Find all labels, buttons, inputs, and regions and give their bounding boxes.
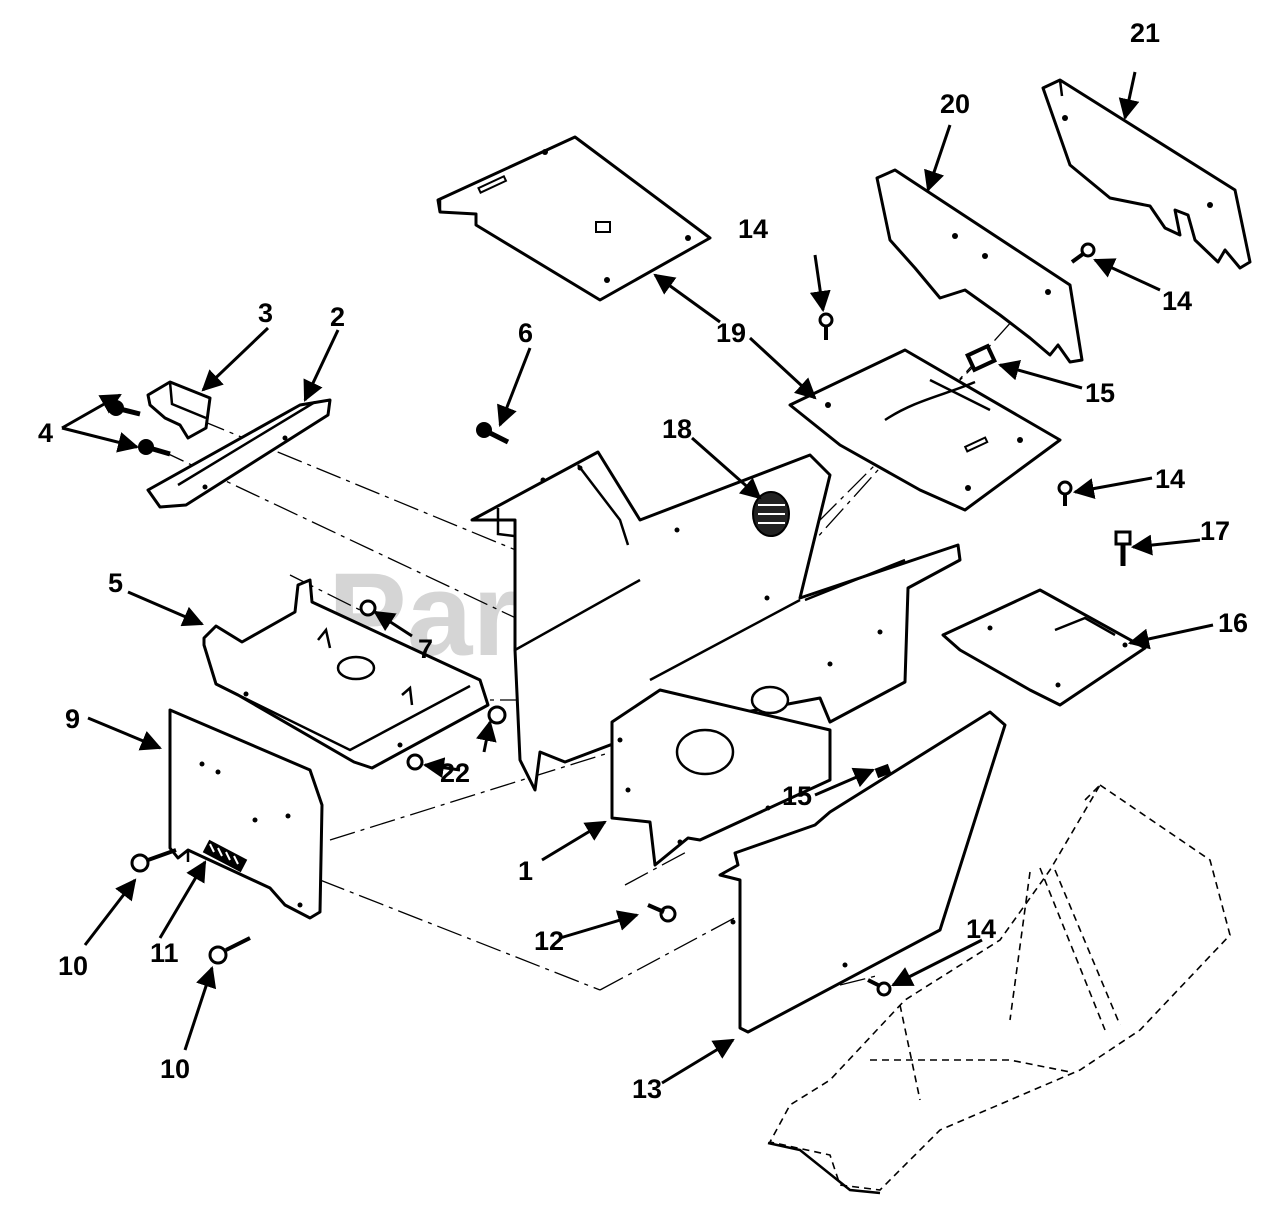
part-20-panel	[875, 168, 1084, 364]
callout-15-bottom: 15	[782, 781, 812, 811]
part-1-side-plate	[610, 685, 832, 867]
callout-1: 1	[518, 856, 533, 886]
callout-9: 9	[65, 704, 80, 734]
part-11-spring	[202, 839, 248, 873]
callout-10-bottom: 10	[160, 1054, 190, 1084]
callout-14-bottom: 14	[966, 914, 996, 944]
part-10-screws	[130, 848, 251, 965]
part-7-nut	[359, 599, 377, 617]
part-19-lower-plate	[788, 348, 1062, 512]
part-12-screw	[647, 903, 677, 923]
main-frame	[470, 450, 962, 792]
callout-10-left: 10	[58, 951, 88, 981]
part-14-screws	[818, 242, 1096, 997]
callout-17: 17	[1200, 516, 1230, 546]
callout-7: 7	[418, 634, 433, 664]
callout-14-top: 14	[738, 214, 768, 244]
callout-labels: 21 20 14 14 19 15 14 18 6 3 2 4 5 7 17 1…	[38, 18, 1248, 1104]
part-18-knob	[752, 491, 790, 537]
callout-5: 5	[108, 568, 123, 598]
leader-arrows	[61, 71, 1214, 1085]
callout-14-right: 14	[1162, 286, 1192, 316]
callout-20: 20	[940, 89, 970, 119]
part-13-front-panel	[718, 710, 1007, 1034]
callout-6: 6	[518, 318, 533, 348]
callout-4: 4	[38, 418, 53, 448]
part-5-mounting-plate	[202, 578, 490, 770]
callout-15-top: 15	[1085, 378, 1115, 408]
callout-13: 13	[632, 1074, 662, 1104]
part-17-bolt	[1114, 530, 1132, 566]
part-21-rear-panel	[1041, 78, 1252, 270]
part-22-nuts	[406, 705, 507, 771]
callout-18: 18	[662, 414, 692, 444]
part-15-clips	[874, 343, 998, 779]
part-2-bracket	[146, 398, 332, 509]
callout-14-mid: 14	[1155, 464, 1185, 494]
callout-19: 19	[716, 318, 746, 348]
callout-2: 2	[330, 302, 345, 332]
part-3-clip	[146, 380, 212, 440]
callout-12: 12	[534, 926, 564, 956]
part-9-panel	[168, 708, 324, 920]
part-6-screw	[476, 422, 510, 445]
callout-16: 16	[1218, 608, 1248, 638]
part-19-upper-plate	[436, 135, 712, 302]
floor-pan-outline	[767, 783, 1231, 1195]
callout-3: 3	[258, 298, 273, 328]
callout-11: 11	[150, 938, 179, 968]
callout-22: 22	[440, 758, 470, 788]
part-16-side-bracket	[941, 588, 1147, 707]
callout-21: 21	[1130, 18, 1160, 48]
